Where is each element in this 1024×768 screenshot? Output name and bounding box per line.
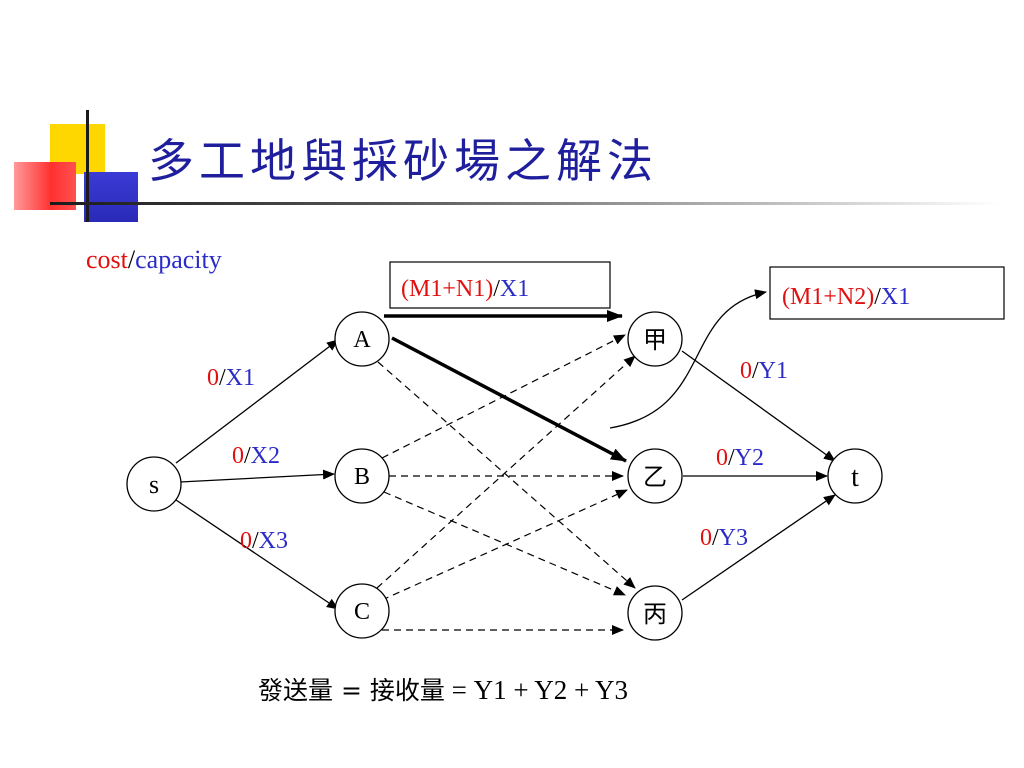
equation: 發送量 = 接收量 = Y1 + Y2 + Y3 — [258, 675, 628, 705]
box-A-yi-label: (M1+N2)/X1 — [782, 284, 910, 310]
node-C — [334, 583, 390, 639]
edge-B-jia — [381, 334, 626, 459]
label-s-B: 0/X2 — [232, 443, 280, 469]
edge-s-B — [179, 469, 335, 483]
equation-right: = Y1 + Y2 + Y3 — [445, 675, 628, 705]
title-underline — [50, 202, 1000, 205]
node-A — [334, 311, 390, 367]
node-B — [334, 448, 390, 504]
label-s-C: 0/X3 — [240, 528, 288, 554]
annotation-curve-arrow — [609, 289, 767, 429]
node-yi — [627, 448, 683, 504]
node-s — [126, 456, 182, 512]
node-C-label: C — [354, 599, 370, 625]
node-bing-label: 丙 — [643, 602, 667, 628]
label-yi-t: 0/Y2 — [716, 445, 764, 471]
deco-blue-square — [84, 172, 138, 222]
edge-A-yi — [391, 336, 627, 463]
edge-s-C — [175, 499, 339, 610]
node-t-label: t — [851, 462, 859, 493]
node-yi-label: 乙 — [643, 465, 667, 491]
box-A-jia — [389, 261, 611, 309]
node-s-label: s — [149, 470, 159, 499]
edge-C-jia — [376, 355, 636, 589]
node-jia-label: 甲 — [643, 328, 667, 354]
edge-bing-t — [681, 494, 836, 601]
edge-jia-t — [681, 350, 836, 462]
label-jia-t: 0/Y1 — [740, 358, 788, 384]
legend-capacity: capacity — [135, 245, 222, 274]
node-A-label: A — [353, 327, 371, 353]
node-B-label: B — [354, 464, 370, 490]
edge-A-bing — [377, 361, 636, 589]
legend-slash: / — [128, 245, 136, 274]
label-bing-t: 0/Y3 — [700, 525, 748, 551]
deco-vertical-line — [86, 110, 89, 222]
box-A-jia-label: (M1+N1)/X1 — [401, 276, 529, 302]
edge-s-A — [175, 339, 339, 464]
node-bing — [627, 585, 683, 641]
label-s-A: 0/X1 — [207, 365, 255, 391]
node-jia — [627, 311, 683, 367]
page-title: 多工地與採砂場之解法 — [148, 134, 658, 188]
box-A-yi — [769, 266, 1005, 320]
edge-B-bing — [383, 491, 626, 596]
equation-left: 發送量 = 接收量 — [258, 676, 445, 705]
edge-C-yi — [381, 489, 628, 601]
node-t — [827, 448, 883, 504]
legend-cost: cost — [86, 245, 129, 274]
legend-text: cost/capacity — [86, 245, 222, 274]
